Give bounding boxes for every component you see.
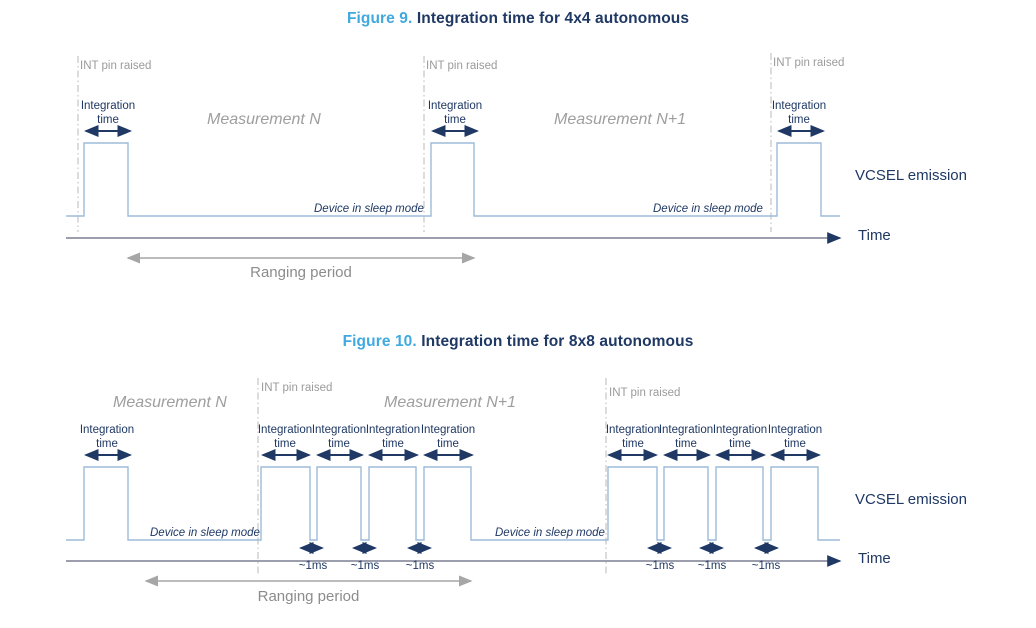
integration-time-label: Integration time <box>80 100 136 126</box>
vcsel-emission-label: VCSEL emission <box>855 167 967 184</box>
int-pin-raised-label: INT pin raised <box>426 60 498 72</box>
sleep-mode-label: Device in sleep mode <box>653 203 763 215</box>
integration-time-label: Integration time <box>257 424 313 450</box>
integration-time-label: Integration time <box>605 424 661 450</box>
integration-time-label: Integration time <box>771 100 827 126</box>
measurement-label: Measurement N+1 <box>554 111 687 128</box>
int-pin-raised-label: INT pin raised <box>609 387 681 399</box>
vcsel-emission-label: VCSEL emission <box>855 491 967 508</box>
sleep-mode-label: Device in sleep mode <box>314 203 424 215</box>
time-axis-label: Time <box>858 550 891 567</box>
figure-9-caption: Integration time for 4x4 autonomous <box>416 10 690 27</box>
ranging-period-label: Ranging period <box>257 588 360 605</box>
int-pin-raised-label: INT pin raised <box>773 57 845 69</box>
integration-time-label: Integration time <box>420 424 476 450</box>
figure-9-number: Figure 9. <box>346 10 413 27</box>
ranging-period-group: Ranging period <box>146 588 471 605</box>
gap-label: ~1ms <box>645 560 675 572</box>
ranging-period-group: Ranging period <box>128 264 474 281</box>
measurement-label: Measurement N <box>207 111 321 128</box>
int-pin-raised-label: INT pin raised <box>80 60 152 72</box>
sleep-mode-label: Device in sleep mode <box>495 527 605 539</box>
time-axis-label: Time <box>858 227 891 244</box>
integration-time-label: Integration time <box>79 424 135 450</box>
integration-time-label: Integration time <box>365 424 421 450</box>
gap-label: ~1ms <box>751 560 781 572</box>
figure-10-number: Figure 10. <box>342 333 417 350</box>
int-pin-raised-label: INT pin raised <box>261 382 333 394</box>
integration-time-label: Integration time <box>767 424 823 450</box>
gap-label: ~1ms <box>405 560 435 572</box>
figure-10-caption: Integration time for 8x8 autonomous <box>421 333 694 350</box>
gap-label: ~1ms <box>350 560 380 572</box>
figure-10-title: Figure 10. Integration time for 8x8 auto… <box>0 333 1036 351</box>
integration-time-label: Integration time <box>712 424 768 450</box>
gap-label: ~1ms <box>697 560 727 572</box>
measurement-label: Measurement N+1 <box>384 394 517 411</box>
integration-time-label: Integration time <box>427 100 483 126</box>
sleep-mode-label: Device in sleep mode <box>150 527 260 539</box>
figure-9-title: Figure 9. Integration time for 4x4 auton… <box>0 10 1036 28</box>
integration-time-label: Integration time <box>658 424 714 450</box>
ranging-period-label: Ranging period <box>250 264 352 281</box>
integration-time-label: Integration time <box>311 424 367 450</box>
gap-label: ~1ms <box>298 560 328 572</box>
measurement-label: Measurement N <box>113 394 227 411</box>
